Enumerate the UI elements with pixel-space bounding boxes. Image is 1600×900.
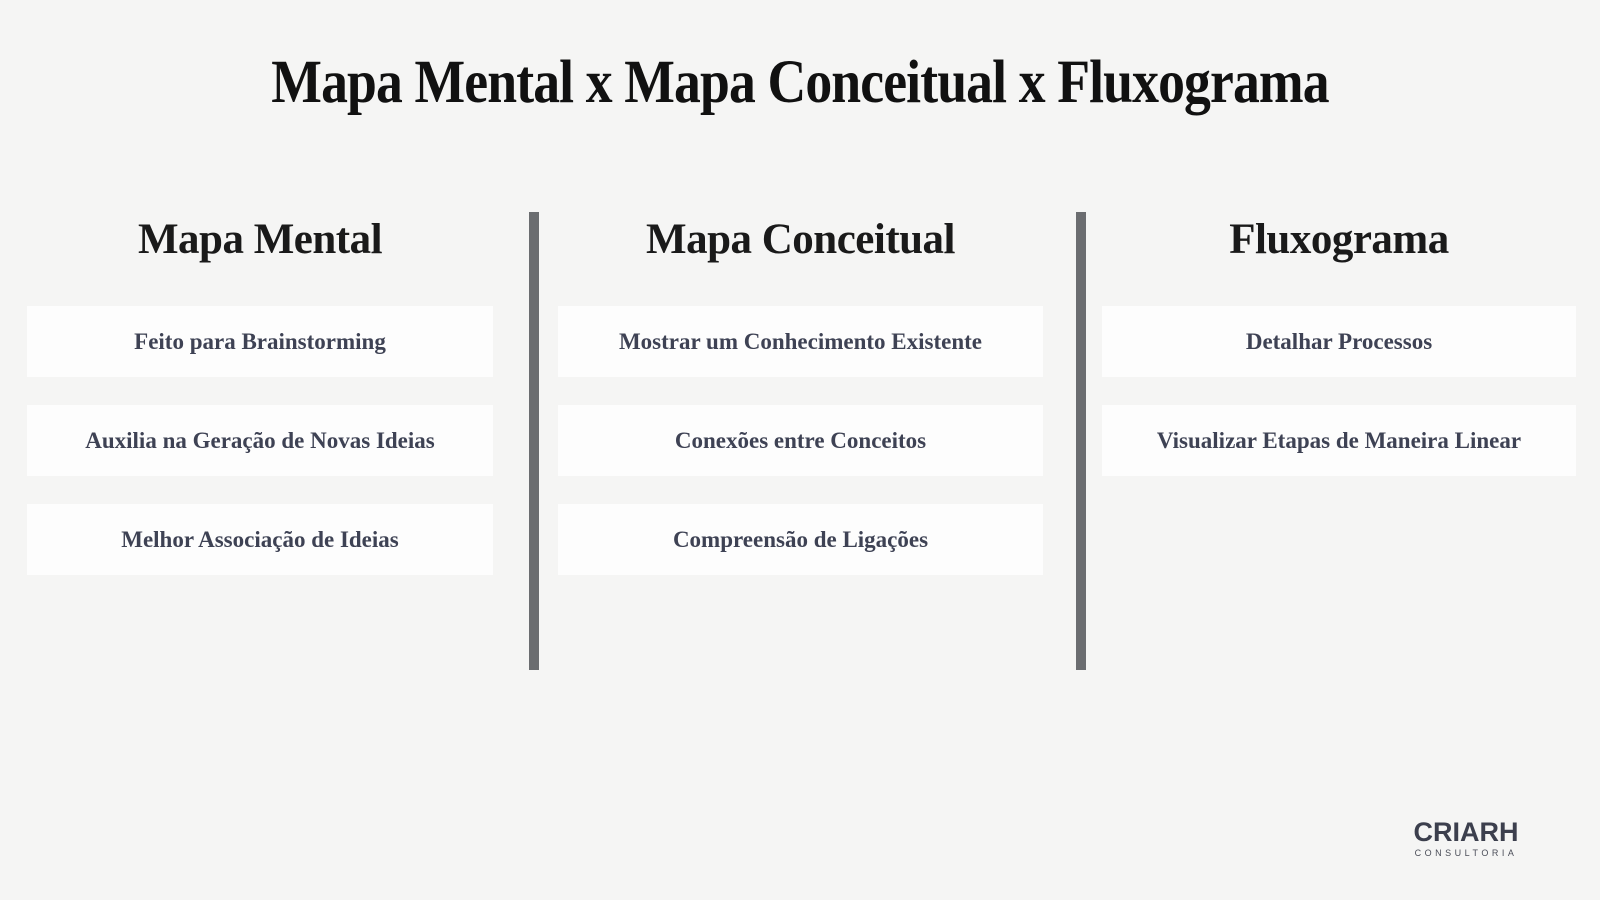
column-heading-mapa-conceitual: Mapa Conceitual (645, 216, 956, 263)
card-label: Melhor Associação de Ideias (121, 526, 399, 552)
column-heading-fluxograma: Fluxograma (1229, 216, 1449, 263)
feature-card: Conexões entre Conceitos (558, 405, 1043, 476)
brand-logo: CRIARH CONSULTORIA (1404, 818, 1528, 859)
card-label: Compreensão de Ligações (672, 526, 929, 552)
card-label: Detalhar Processos (1245, 328, 1433, 354)
column-fluxograma: Fluxograma Detalhar Processos Visualizar… (1102, 212, 1576, 504)
feature-card: Feito para Brainstorming (27, 306, 493, 377)
card-label: Conexões entre Conceitos (674, 427, 927, 453)
logo-wordmark: CRIARH (1413, 817, 1519, 847)
column-mapa-mental: Mapa Mental Feito para Brainstorming Aux… (27, 212, 493, 603)
column-heading-mapa-mental: Mapa Mental (137, 216, 383, 263)
feature-card: Melhor Associação de Ideias (27, 504, 493, 575)
card-label: Feito para Brainstorming (134, 328, 386, 354)
page-title: Mapa Mental x Mapa Conceitual x Fluxogra… (271, 49, 1329, 116)
logo-tagline: CONSULTORIA (1414, 848, 1518, 858)
vertical-divider-1 (529, 212, 539, 670)
card-label: Mostrar um Conhecimento Existente (618, 328, 983, 354)
feature-card: Auxilia na Geração de Novas Ideias (27, 405, 493, 476)
vertical-divider-2 (1076, 212, 1086, 670)
column-mapa-conceitual: Mapa Conceitual Mostrar um Conhecimento … (558, 212, 1043, 603)
feature-card: Compreensão de Ligações (558, 504, 1043, 575)
feature-card: Visualizar Etapas de Maneira Linear (1102, 405, 1576, 476)
feature-card: Mostrar um Conhecimento Existente (558, 306, 1043, 377)
card-label: Visualizar Etapas de Maneira Linear (1156, 427, 1522, 453)
card-label: Auxilia na Geração de Novas Ideias (85, 427, 435, 453)
feature-card: Detalhar Processos (1102, 306, 1576, 377)
